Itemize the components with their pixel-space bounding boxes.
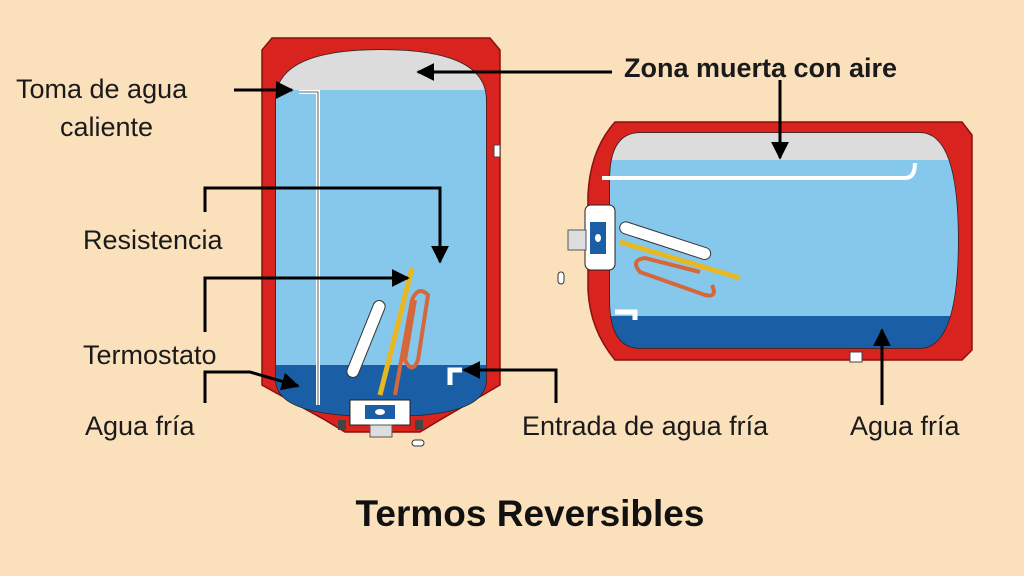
label-cold-water-left: Agua fría: [85, 411, 195, 441]
arrow-resistance: [203, 186, 449, 264]
diagram-title: Termos Reversibles: [355, 493, 705, 534]
horizontal-tank: [557, 121, 973, 363]
arrow-thermostat: [203, 269, 410, 332]
arrow-cold-water-left: [203, 370, 300, 403]
label-resistance: Resistencia: [83, 225, 223, 255]
label-dead-zone: Zona muerta con aire: [624, 53, 898, 83]
label-hot-water-outlet-line2: caliente: [60, 112, 154, 142]
label-hot-water-outlet-line1: Toma de agua: [16, 74, 188, 104]
label-thermostat: Termostato: [83, 340, 217, 370]
arrow-cold-water-inlet: [462, 361, 558, 403]
label-cold-water-inlet: Entrada de agua fría: [522, 411, 769, 441]
label-cold-water-right: Agua fría: [850, 411, 960, 441]
vertical-tank: [261, 37, 501, 447]
